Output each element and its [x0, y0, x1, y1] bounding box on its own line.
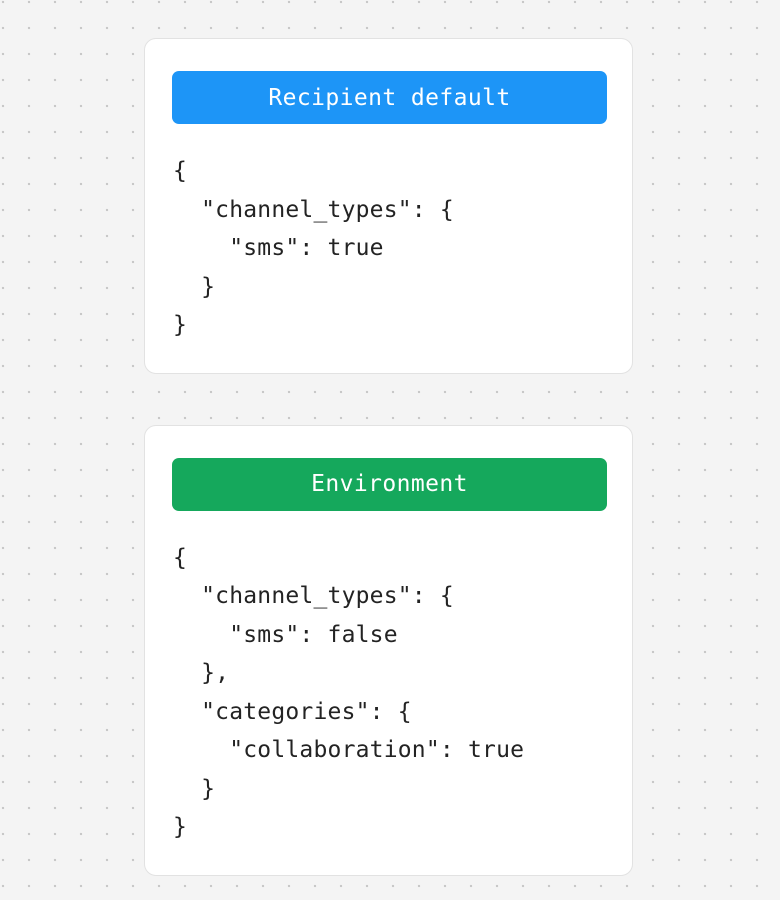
card-header-label: Recipient default	[268, 84, 511, 111]
card-header-recipient-default: Recipient default	[172, 71, 607, 124]
json-code-environment: { "channel_types": { "sms": false }, "ca…	[173, 544, 525, 841]
card-environment: Environment { "channel_types": { "sms": …	[144, 424, 633, 876]
card-header-environment: Environment	[172, 457, 607, 511]
json-code-recipient-default: { "channel_types": { "sms": true } }	[173, 158, 454, 338]
card-header-label: Environment	[311, 471, 468, 497]
card-recipient-default: Recipient default { "channel_types": { "…	[144, 38, 633, 374]
